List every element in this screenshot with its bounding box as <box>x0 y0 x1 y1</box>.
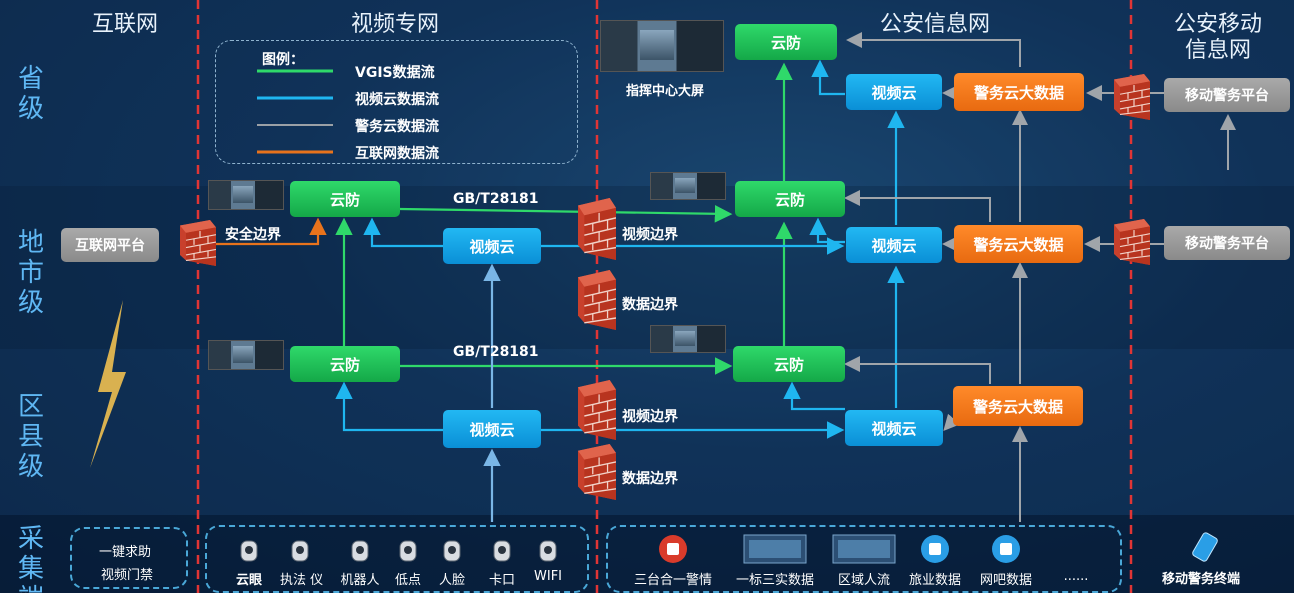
police-bigdata-district[interactable]: 警务云大数据 <box>953 386 1083 426</box>
legend-item-internet: 互联网数据流 <box>355 146 439 162</box>
safety-boundary-label: 安全边界 <box>225 227 281 243</box>
video-cloud-district-police[interactable]: 视频云 <box>845 410 943 446</box>
column-title-mobile-network: 公安移动信息网 <box>1173 12 1262 63</box>
yunfang-district-video[interactable]: 云防 <box>290 346 400 382</box>
mobile-platform-city[interactable]: 移动警务平台 <box>1164 226 1290 260</box>
video-cloud-city-police[interactable]: 视频云 <box>846 227 942 263</box>
video-cloud-city-video[interactable]: 视频云 <box>443 228 541 264</box>
collection-video-item-label: 机器人 <box>340 573 380 588</box>
legend-swatches <box>257 69 333 154</box>
legend-item-police-cloud: 警务云数据流 <box>355 119 439 135</box>
video-boundary-label-city: 视频边界 <box>622 227 678 243</box>
collection-video-item-label: 云眼 <box>235 573 262 588</box>
collection-video-item-label: WIFI <box>534 569 562 584</box>
dome-camera-icon <box>235 534 263 566</box>
collection-video-item-label: 低点 <box>394 573 421 588</box>
collection-video-item-label: 卡口 <box>488 573 515 588</box>
collection-video-item-label: 执法 仪 <box>280 573 324 588</box>
collection-box-video <box>205 525 589 593</box>
firewall-data-boundary-city-icon <box>578 270 616 330</box>
alarm-siren-icon <box>657 533 689 565</box>
row-title-collection: 采集端 <box>17 524 44 593</box>
face-camera-icon <box>438 534 466 566</box>
column-title-video-network: 视频专网 <box>350 12 439 37</box>
collection-box-police <box>606 525 1122 593</box>
collection-box-internet <box>70 527 188 589</box>
firewall-mobile-city-icon <box>1114 219 1150 265</box>
legend-item-video-cloud: 视频云数据流 <box>355 92 439 108</box>
collection-police-item-label: 网吧数据 <box>979 573 1032 588</box>
collection-police-item-label: 三台合一警情 <box>633 573 712 588</box>
city-police-screen-image <box>650 172 726 200</box>
video-cloud-district-video[interactable]: 视频云 <box>443 410 541 448</box>
video-boundary-label-district: 视频边界 <box>622 409 678 425</box>
collection-mobile-label: 移动警务终端 <box>1162 572 1241 587</box>
band-district <box>0 349 1294 515</box>
firewall-data-boundary-district-icon <box>578 444 616 500</box>
district-video-screen-image <box>208 340 284 370</box>
collection-police-item-label: 一标三实数据 <box>735 573 814 588</box>
wifi-probe-icon <box>534 534 562 566</box>
internet-platform[interactable]: 互联网平台 <box>61 228 159 262</box>
protocol-label-district: GB/T28181 <box>453 344 539 360</box>
collection-internet-item-door: 视频门禁 <box>101 568 154 583</box>
firewall-video-boundary-district-icon <box>578 380 616 440</box>
collection-police-item-label: ...... <box>1063 569 1089 584</box>
row-title-province: 省级 <box>17 64 44 124</box>
robot-icon <box>346 534 374 566</box>
row-title-city: 地市级 <box>17 228 44 318</box>
yunfang-province[interactable]: 云防 <box>735 24 837 60</box>
collection-internet-item-help: 一键求助 <box>99 545 152 560</box>
crowd-screen-icon <box>832 533 896 565</box>
row-title-district: 区县级 <box>17 392 44 482</box>
data-boundary-label-district: 数据边界 <box>622 471 678 487</box>
legend-item-vgis: VGIS数据流 <box>355 65 435 81</box>
command-screen-image <box>600 20 724 72</box>
yunfang-city-video[interactable]: 云防 <box>290 181 400 217</box>
collection-police-item-label: 旅业数据 <box>908 573 961 588</box>
mobile-phone-icon <box>1192 532 1218 562</box>
legend-title: 图例： <box>262 52 304 68</box>
video-cloud-province[interactable]: 视频云 <box>846 74 942 110</box>
police-bigdata-city[interactable]: 警务云大数据 <box>954 225 1083 263</box>
firewall-internet-icon <box>180 220 216 266</box>
collection-video-item-label: 人脸 <box>438 573 465 588</box>
low-camera-icon <box>394 534 422 566</box>
computer-icon <box>990 533 1022 565</box>
hotel-icon <box>919 533 951 565</box>
city-video-screen-image <box>208 180 284 210</box>
command-screen-label: 指挥中心大屏 <box>626 84 705 99</box>
yunfang-city-police[interactable]: 云防 <box>735 181 845 217</box>
district-police-screen-image <box>650 325 726 353</box>
body-camera-icon <box>286 534 314 566</box>
firewall-mobile-province-icon <box>1114 74 1150 120</box>
police-bigdata-province[interactable]: 警务云大数据 <box>954 73 1084 111</box>
checkpoint-camera-icon <box>488 534 516 566</box>
data-boundary-label-city: 数据边界 <box>622 297 678 313</box>
firewall-video-boundary-city-icon <box>578 198 616 260</box>
map-screen-icon <box>743 533 807 565</box>
legend <box>215 40 578 164</box>
column-title-internet: 互联网 <box>91 12 158 37</box>
mobile-platform-province[interactable]: 移动警务平台 <box>1164 78 1290 112</box>
column-title-police-network: 公安信息网 <box>879 12 990 37</box>
protocol-label-city: GB/T28181 <box>453 191 539 207</box>
collection-police-item-label: 区域人流 <box>837 573 890 588</box>
yunfang-district-police[interactable]: 云防 <box>733 346 845 382</box>
